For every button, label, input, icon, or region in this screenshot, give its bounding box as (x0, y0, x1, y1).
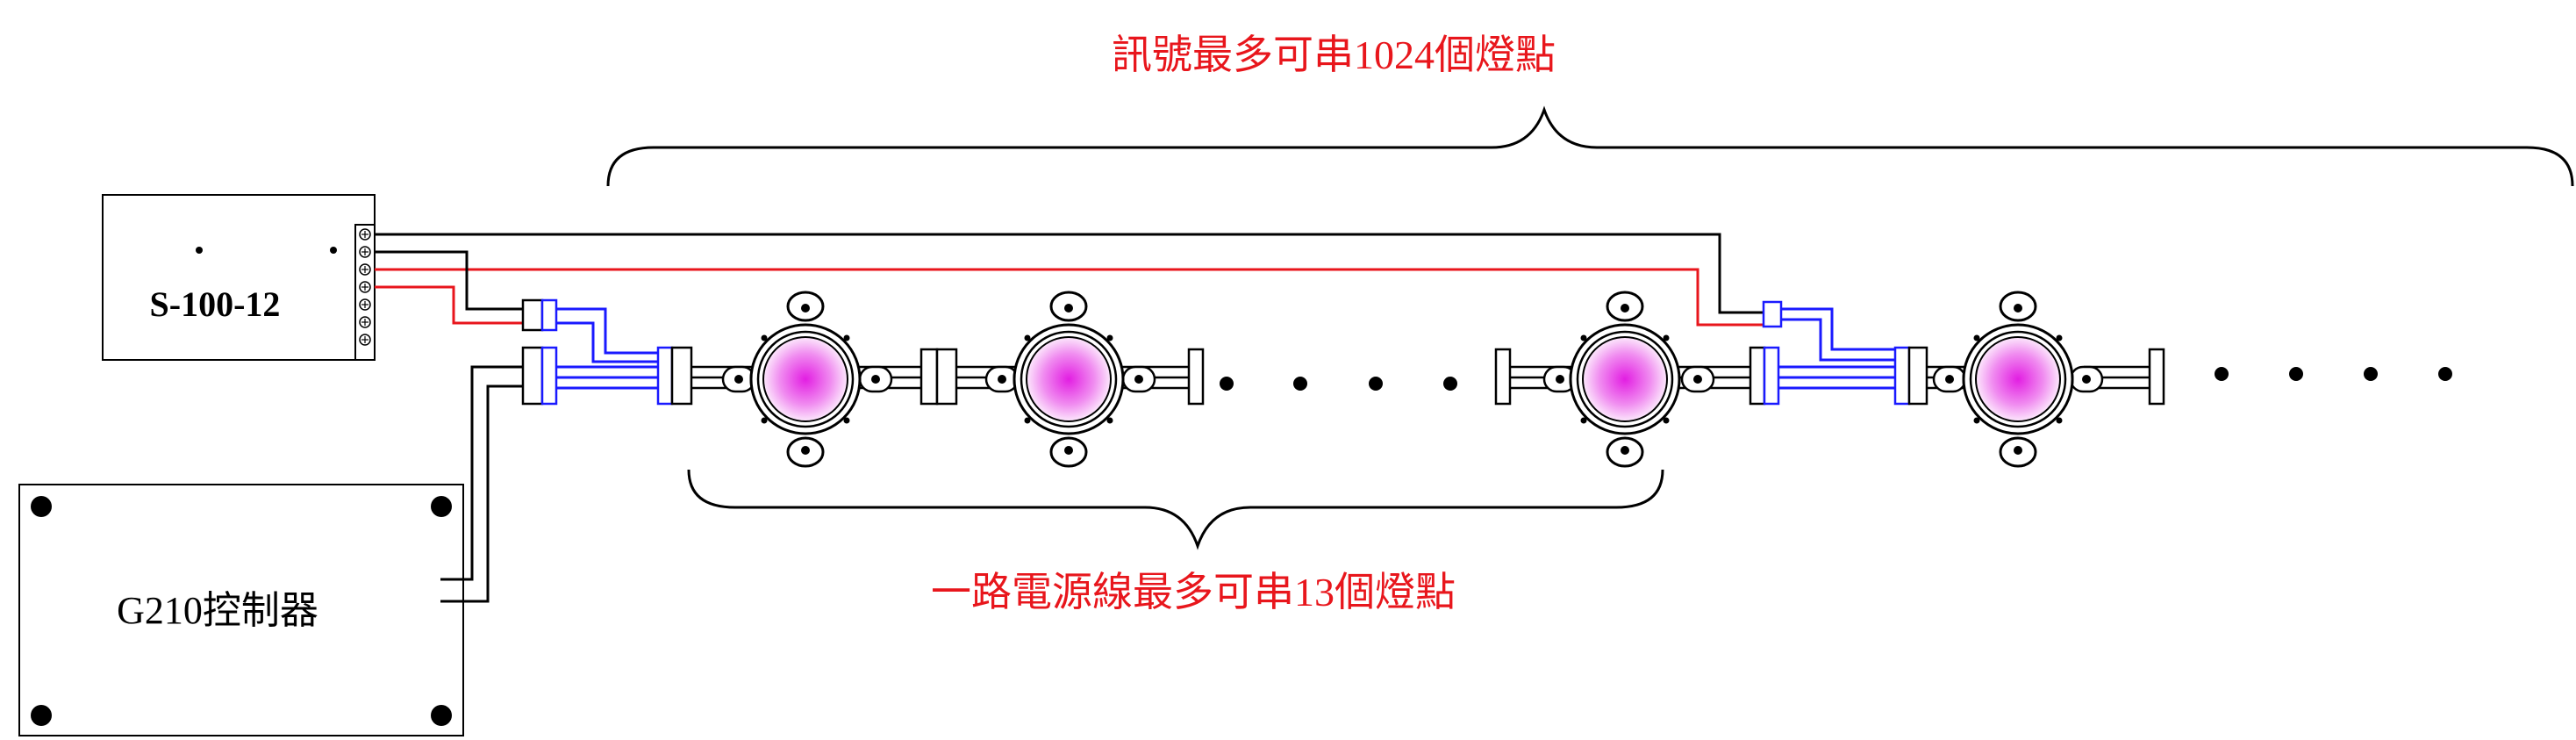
controller: G210控制器 (18, 484, 464, 736)
led-pixel-lamp-icon (1962, 291, 2074, 468)
power-wire-long (375, 268, 1764, 327)
injection-connector-1 (521, 298, 693, 406)
chain-couplings (919, 348, 2165, 406)
led-pixel-lamp-icon (1569, 291, 1681, 468)
ground-wire-short (375, 250, 523, 311)
signal-brace (606, 105, 2574, 187)
power-supply-model: S-100-12 (150, 284, 281, 324)
power-wire-short (375, 285, 523, 325)
power-supply: S-100-12 (102, 194, 376, 361)
continuation-dots-icon (2215, 367, 2452, 381)
injection-connector-2 (1749, 300, 1928, 406)
led-pixel-lamp-icon (1013, 291, 1125, 468)
signal-limit-label: 訊號最多可串1024個燈點 (1112, 32, 1556, 77)
led-pixel-lamp-icon (749, 291, 862, 468)
controller-signal-wire-a (440, 365, 523, 581)
chain-cables (691, 365, 2150, 390)
controller-label: G210控制器 (117, 589, 318, 632)
controller-signal-wire-b (440, 384, 523, 603)
power-brace (687, 469, 1664, 550)
ground-wire-long (375, 233, 1764, 314)
power-limit-label: 一路電源線最多可串13個燈點 (931, 570, 1456, 614)
continuation-dots-icon (1220, 377, 1457, 391)
